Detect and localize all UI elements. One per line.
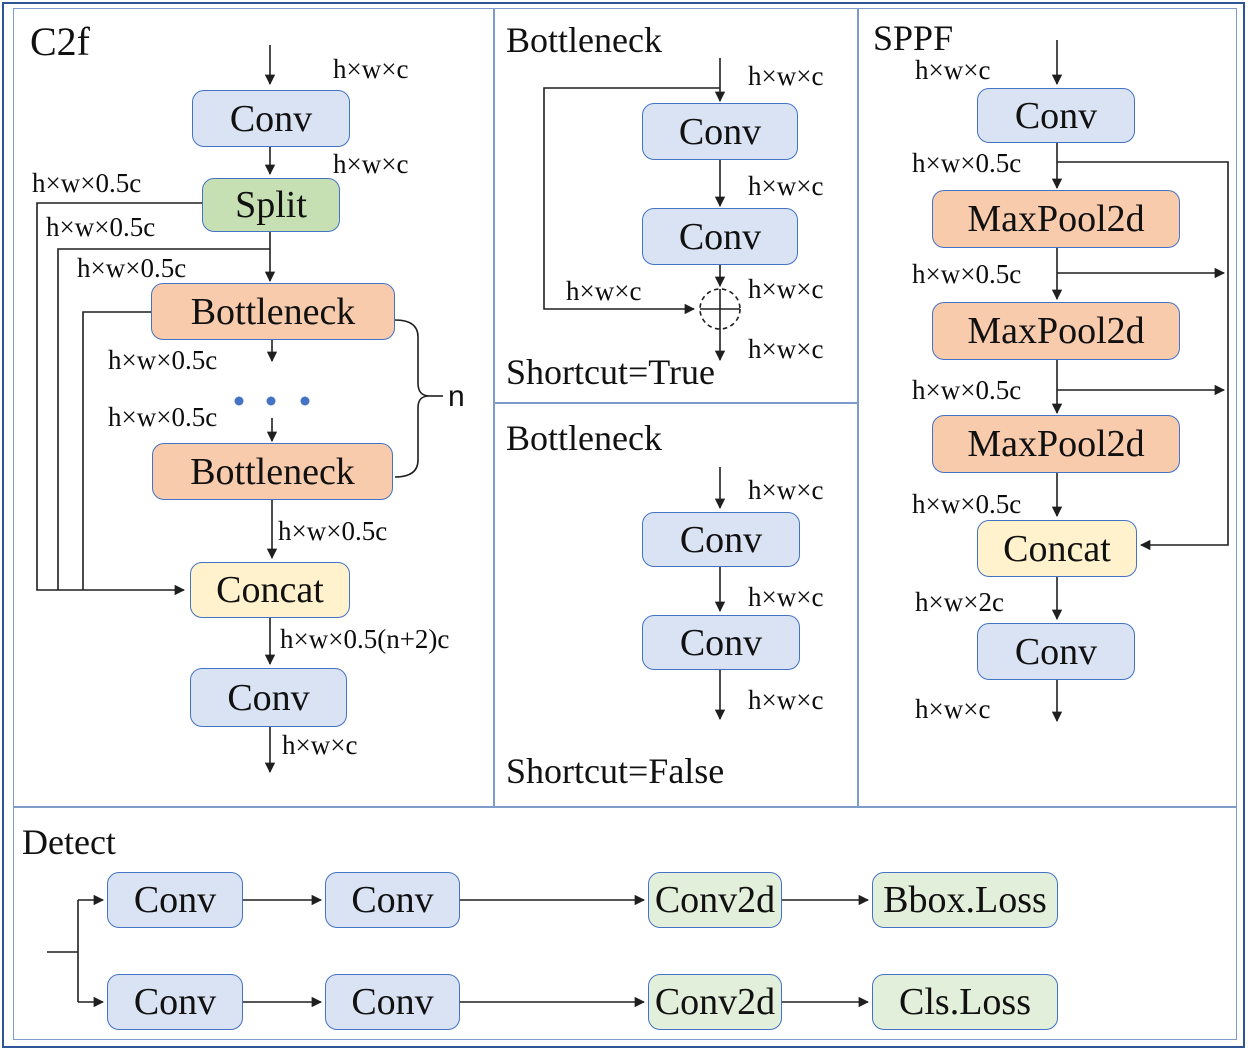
- box-bottleneck: Bottleneck: [152, 443, 393, 500]
- panel-title-bottleneck-false: Bottleneck: [506, 418, 662, 458]
- dim-label: h×w×0.5(n+2)c: [280, 624, 450, 654]
- dim-label: h×w×0.5c: [278, 516, 388, 546]
- dim-label: h×w×c: [915, 55, 991, 85]
- dim-label: h×w×0.5c: [108, 345, 218, 375]
- dim-label: h×w×c: [566, 276, 642, 306]
- dim-label: h×w×c: [333, 149, 409, 179]
- panel-title-sppf: SPPF: [873, 18, 954, 58]
- box-conv: Conv: [325, 974, 460, 1030]
- box-conv: Conv: [192, 90, 350, 147]
- dim-label: h×w×0.5c: [46, 212, 156, 242]
- dim-label: h×w×0.5c: [32, 168, 142, 198]
- dim-label: h×w×c: [282, 730, 358, 760]
- box-concat: Concat: [190, 562, 350, 618]
- dim-label: h×w×c: [748, 274, 824, 304]
- box-conv: Conv: [977, 88, 1135, 143]
- box-maxpool2d: MaxPool2d: [932, 415, 1180, 473]
- dim-label: h×w×c: [748, 475, 824, 505]
- box-maxpool2d: MaxPool2d: [932, 190, 1180, 248]
- dim-label: h×w×0.5c: [912, 489, 1022, 519]
- dim-label: h×w×0.5c: [77, 253, 187, 283]
- box-conv: Conv: [642, 103, 798, 160]
- dim-label: h×w×c: [333, 54, 409, 84]
- box-conv: Conv: [190, 668, 347, 727]
- box-conv2d: Conv2d: [648, 974, 782, 1030]
- dim-label: h×w×0.5c: [108, 402, 218, 432]
- dim-label: h×w×0.5c: [912, 148, 1022, 178]
- box-bottleneck: Bottleneck: [151, 283, 395, 340]
- dim-label: h×w×0.5c: [912, 375, 1022, 405]
- inner-border: [13, 8, 1237, 1040]
- dim-label: h×w×c: [748, 685, 824, 715]
- divider-bottleneck-sppf: [857, 8, 859, 807]
- dim-label: h×w×c: [748, 171, 824, 201]
- box-conv: Conv: [642, 512, 800, 567]
- box-split: Split: [202, 178, 340, 232]
- dim-label: h×w×2c: [915, 587, 1004, 617]
- dim-label: h×w×c: [748, 582, 824, 612]
- box-concat: Concat: [977, 520, 1137, 577]
- caption-shortcut-true: Shortcut=True: [506, 352, 715, 392]
- dim-label: h×w×0.5c: [912, 259, 1022, 289]
- caption-shortcut-false: Shortcut=False: [506, 751, 725, 791]
- dim-label: h×w×c: [748, 61, 824, 91]
- box-conv: Conv: [107, 974, 243, 1030]
- dim-label: h×w×c: [915, 694, 991, 724]
- dim-label: h×w×c: [748, 334, 824, 364]
- panel-title-c2f: C2f: [30, 19, 90, 64]
- divider-c2f-bottleneck: [493, 8, 495, 807]
- panel-title-bottleneck-true: Bottleneck: [506, 20, 662, 60]
- box-conv: Conv: [325, 872, 460, 928]
- box-conv: Conv: [642, 615, 800, 670]
- panel-title-detect: Detect: [22, 822, 116, 862]
- box-bbox-loss: Bbox.Loss: [872, 872, 1058, 928]
- box-conv: Conv: [977, 623, 1135, 680]
- box-conv: Conv: [107, 872, 243, 928]
- divider-bottleneck-panels: [493, 402, 859, 404]
- box-maxpool2d: MaxPool2d: [932, 302, 1180, 360]
- box-cls-loss: Cls.Loss: [872, 974, 1058, 1030]
- repeat-count-label: n: [448, 380, 465, 413]
- divider-top-detect: [13, 806, 1237, 808]
- box-conv2d: Conv2d: [648, 872, 782, 928]
- box-conv: Conv: [642, 208, 798, 265]
